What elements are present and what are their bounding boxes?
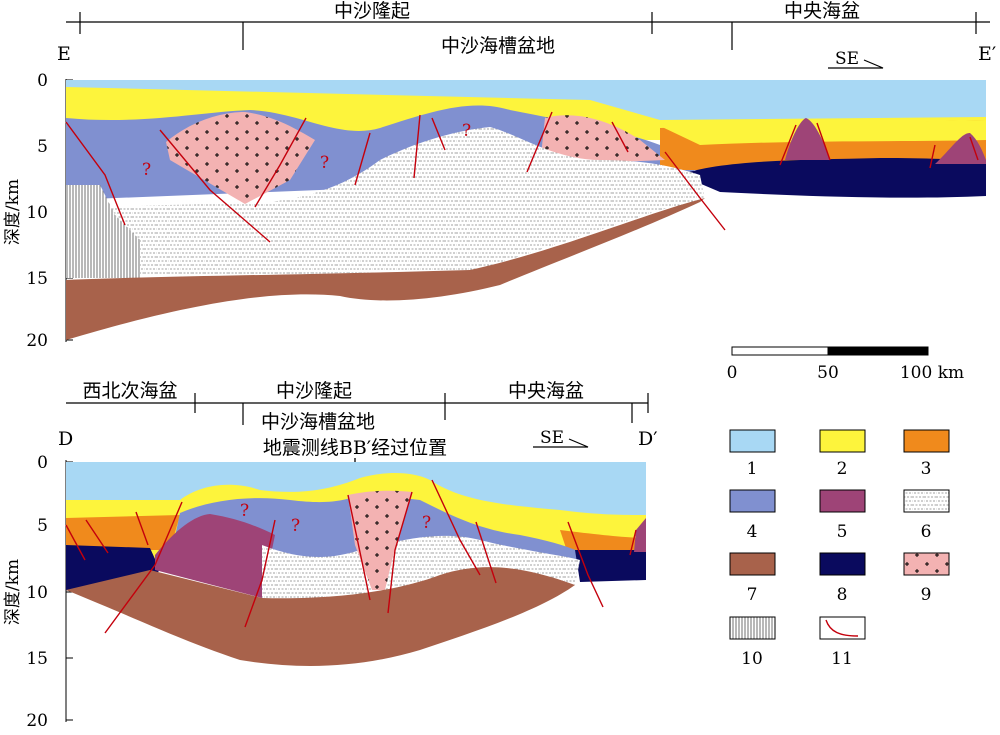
direction-arrow-icon xyxy=(533,438,589,448)
top-layer-9b xyxy=(540,115,665,165)
legend-swatch-1 xyxy=(729,429,776,453)
bottom-layer-3 xyxy=(66,515,180,550)
legend-num: 5 xyxy=(837,522,848,542)
seismic-line-annotation: 地震测线BB′经过位置 xyxy=(263,437,447,459)
legend-num: 3 xyxy=(921,459,932,479)
top-layer-9a xyxy=(166,112,315,204)
top-layer-10 xyxy=(66,185,140,278)
scale-tick: 0 xyxy=(727,363,738,383)
bottom-direction-label: SE xyxy=(540,428,564,448)
bottom-faults xyxy=(65,479,637,634)
scale-bar: 0 50 100 km xyxy=(727,346,964,383)
legend-num: 1 xyxy=(747,459,758,479)
top-layer-5b xyxy=(935,132,986,164)
top-right-endpoint: E′ xyxy=(978,43,996,65)
direction-arrow-icon xyxy=(828,59,884,69)
top-layer-3-top xyxy=(660,120,986,145)
legend-swatch-2 xyxy=(819,429,866,453)
bottom-region-bar xyxy=(66,393,649,425)
bottom-depth-tick: 20 xyxy=(26,711,48,731)
top-depth-tick: 20 xyxy=(26,331,48,351)
top-layer-8 xyxy=(680,158,986,198)
top-question-mark: ? xyxy=(320,153,329,173)
fault-line-icon xyxy=(825,619,859,637)
scale-tick: 50 xyxy=(817,363,839,383)
top-section: 中沙隆起 中央海盆 中沙海槽盆地 E E′ SE 0 5 10 15 20 深度… xyxy=(3,0,996,351)
top-subregion-label: 中沙海槽盆地 xyxy=(441,35,555,57)
top-layer-5a xyxy=(785,118,830,160)
top-region-bar xyxy=(66,12,990,50)
bottom-depth-tick: 15 xyxy=(26,649,48,669)
top-region-label: 中央海盆 xyxy=(784,0,860,22)
top-direction-label: SE xyxy=(835,49,859,69)
legend-num: 8 xyxy=(837,585,848,605)
legend-swatch-4 xyxy=(729,489,776,513)
bottom-section: 西北次海盆 中沙隆起 中央海盆 中沙海槽盆地 地震测线BB′经过位置 D D′ … xyxy=(3,380,658,731)
bottom-depth-tick: 0 xyxy=(37,453,48,473)
legend-num: 11 xyxy=(831,649,853,669)
scale-tick: 100 km xyxy=(900,363,964,383)
bottom-question-mark: ? xyxy=(240,501,249,521)
top-question-mark: ? xyxy=(462,121,471,141)
bottom-left-endpoint: D xyxy=(58,428,73,450)
bottom-region-label: 中央海盆 xyxy=(508,380,584,402)
top-layer-6 xyxy=(66,127,705,275)
top-faults xyxy=(65,111,979,243)
bottom-subregion-label: 中沙海槽盆地 xyxy=(261,411,375,433)
legend-swatch-11 xyxy=(819,616,866,640)
legend-swatch-6 xyxy=(903,489,950,513)
top-depth-tick: 15 xyxy=(26,269,48,289)
legend-swatch-8 xyxy=(819,552,866,576)
top-depth-tick: 5 xyxy=(37,137,48,157)
legend-num: 9 xyxy=(921,585,932,605)
bottom-region-label: 中沙隆起 xyxy=(276,380,352,402)
legend-num: 2 xyxy=(837,459,848,479)
top-left-endpoint: E xyxy=(57,43,71,65)
top-depth-tick: 10 xyxy=(26,203,48,223)
bottom-question-mark: ? xyxy=(422,513,431,533)
bottom-depth-axis-label: 深度/km xyxy=(3,559,23,625)
bottom-depth-tick: 10 xyxy=(26,583,48,603)
bottom-layer-5-right xyxy=(634,518,646,552)
bottom-question-mark: ? xyxy=(291,516,300,536)
legend-num: 10 xyxy=(741,649,763,669)
legend-swatch-5 xyxy=(819,489,866,513)
legend-num: 4 xyxy=(747,522,758,542)
bottom-region-label: 西北次海盆 xyxy=(82,380,177,402)
top-question-mark: ? xyxy=(142,160,151,180)
bottom-layer-5 xyxy=(155,514,275,598)
legend-swatch-7 xyxy=(729,552,776,576)
bottom-layer-6 xyxy=(262,535,580,599)
legend xyxy=(729,429,950,640)
legend-num: 6 xyxy=(921,522,932,542)
legend-num: 7 xyxy=(747,585,758,605)
bottom-layer-8-right xyxy=(575,550,646,582)
top-region-label: 中沙隆起 xyxy=(334,0,410,22)
bottom-depth-tick: 5 xyxy=(37,516,48,536)
top-depth-tick: 0 xyxy=(37,71,48,91)
legend-swatch-9 xyxy=(903,552,950,576)
legend-swatch-3 xyxy=(903,429,950,453)
legend-swatch-10 xyxy=(729,616,776,640)
legend-numbers: 1 2 3 4 5 6 7 8 9 10 11 xyxy=(741,459,931,669)
bottom-right-endpoint: D′ xyxy=(638,428,658,450)
top-depth-axis-label: 深度/km xyxy=(3,179,23,245)
bottom-layer-9 xyxy=(348,490,412,590)
bottom-layer-7 xyxy=(66,567,575,666)
